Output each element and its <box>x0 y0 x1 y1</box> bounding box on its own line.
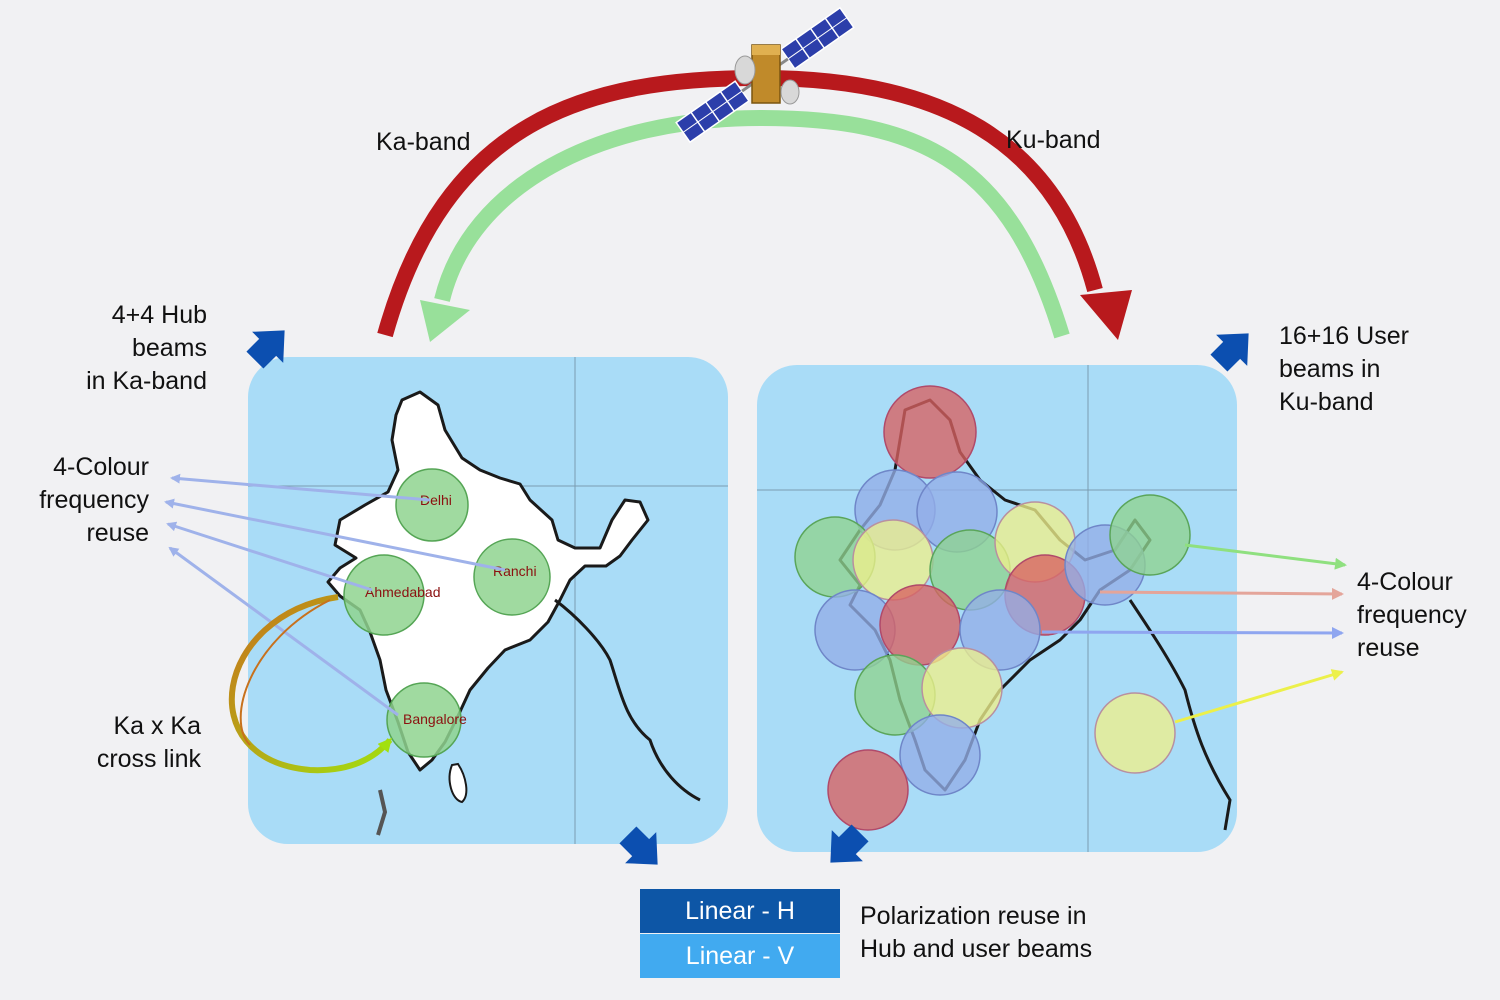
ka-cross-link <box>228 594 393 774</box>
hub-beams-label: 4+4 Hub beams in Ka-band <box>86 301 207 395</box>
user-map-panel <box>757 365 1237 852</box>
ka-band-label: Ka-band <box>376 128 471 156</box>
user-reuse-label: 4-Colour frequency reuse <box>1357 568 1467 662</box>
arrow-polarization-left <box>619 826 658 865</box>
satellite-icon <box>675 6 855 144</box>
ku-band-arc <box>434 109 1070 339</box>
ku-band-label: Ku-band <box>1006 126 1101 154</box>
city-label-ahmedabad: Ahmedabad <box>365 584 441 600</box>
user-beams <box>794 385 1191 831</box>
city-label-ranchi: Ranchi <box>493 563 537 579</box>
link-arcs <box>377 69 1132 342</box>
arrow-hub-beams <box>246 330 285 369</box>
linear-h-box: Linear - H <box>640 889 840 933</box>
arrow-polarization-right <box>830 824 869 863</box>
linear-v-box: Linear - V <box>640 934 840 978</box>
beam-delhi <box>395 468 469 542</box>
hub-reuse-label: 4-Colour frequency reuse <box>39 453 149 547</box>
city-label-bangalore: Bangalore <box>403 711 467 727</box>
polarization-description: Polarization reuse in Hub and user beams <box>860 902 1093 963</box>
user-reuse-pointers <box>1041 543 1347 724</box>
beam-ranchi <box>473 538 551 616</box>
arrow-user-beams <box>1210 333 1249 372</box>
cross-link-label: Ka x Ka cross link <box>96 712 201 773</box>
hub-map-panel: Delhi Ranchi Ahmedabad Bangalore <box>248 357 728 844</box>
hub-reuse-pointers <box>164 473 506 717</box>
city-label-delhi: Delhi <box>420 492 452 508</box>
beam-bangalore <box>386 682 462 758</box>
user-beams-label: 16+16 User beams in Ku-band <box>1279 322 1409 416</box>
beam-ahmedabad <box>343 554 425 636</box>
pointer-arrows <box>246 330 1249 865</box>
hub-beams <box>343 468 551 758</box>
